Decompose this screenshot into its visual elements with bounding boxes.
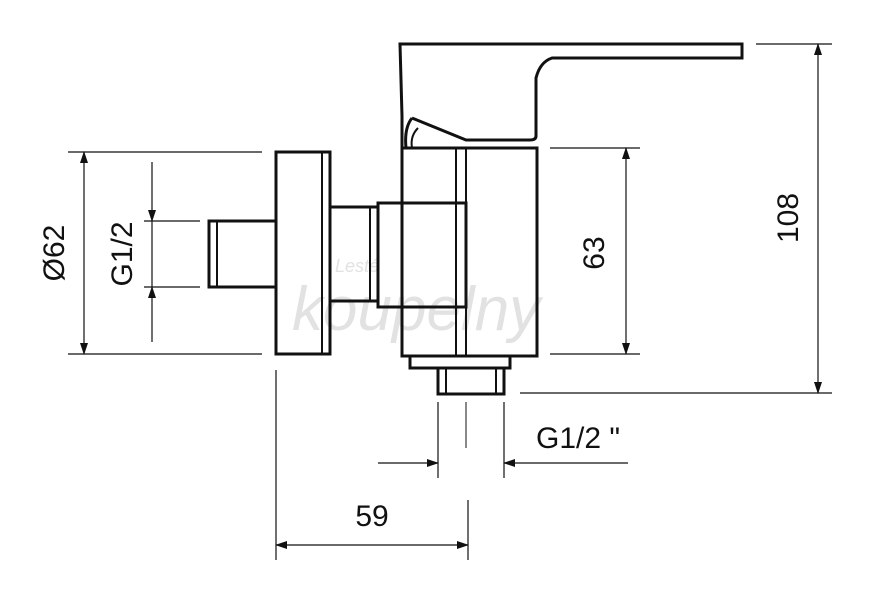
dimension-lines xyxy=(68,43,832,560)
bottom-collar xyxy=(408,354,512,370)
watermark-line1: Lesté xyxy=(335,256,379,276)
mixer-body xyxy=(207,42,744,396)
outlet-nut xyxy=(436,366,506,396)
dimension-labels: Ø62 G1/2 63 108 G1/2 " 59 xyxy=(38,193,805,533)
watermark: Lesté koupelny xyxy=(292,256,544,344)
label-outlet-thread: G1/2 " xyxy=(536,422,620,455)
lever-handle xyxy=(398,42,744,148)
label-depth: 59 xyxy=(355,500,388,533)
watermark-line2: koupelny xyxy=(292,275,544,344)
inlet-pipe xyxy=(207,219,278,289)
label-body-height: 63 xyxy=(578,236,611,269)
label-overall-height: 108 xyxy=(772,193,805,243)
label-inlet-thread: G1/2 xyxy=(106,221,139,286)
lever-neck xyxy=(404,117,414,149)
label-flange-diameter: Ø62 xyxy=(38,225,71,282)
